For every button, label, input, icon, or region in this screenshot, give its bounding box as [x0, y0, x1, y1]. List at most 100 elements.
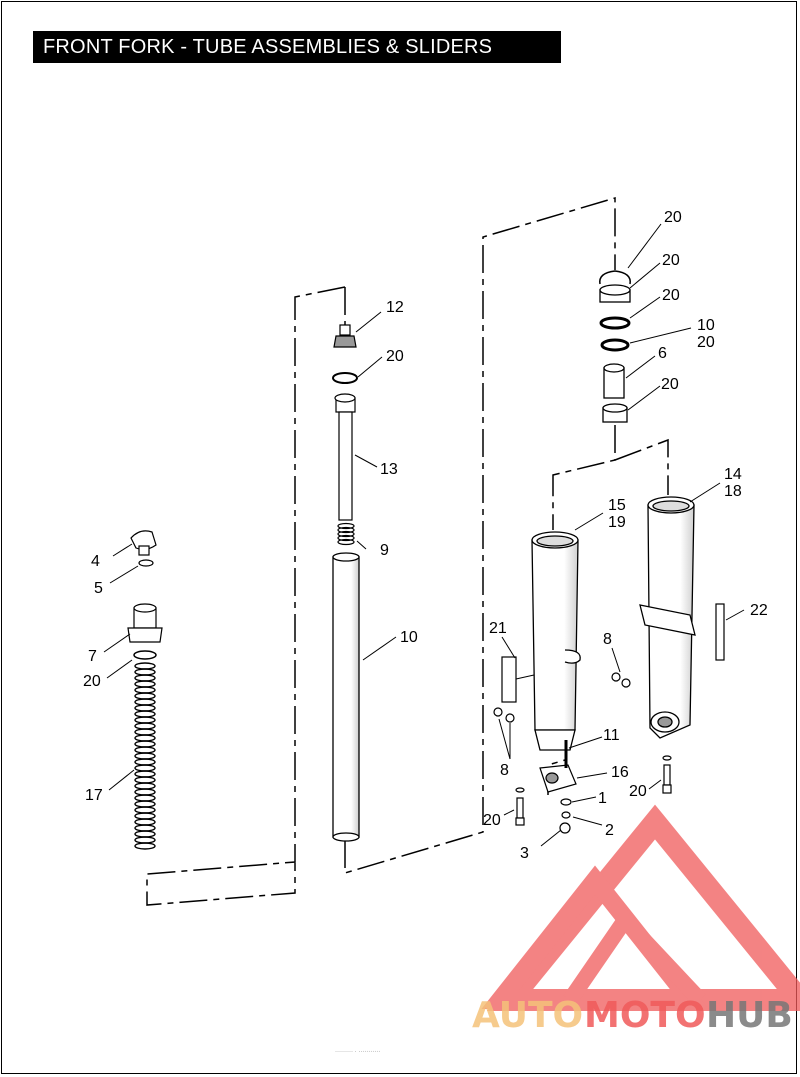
part-3-nut	[559, 822, 571, 834]
part-22-reflector	[715, 603, 725, 661]
spring-coil	[134, 842, 156, 850]
callout-15: 15	[608, 497, 626, 514]
spring-coil	[134, 698, 156, 706]
spring-coil	[134, 674, 156, 682]
callout-20: 20	[386, 348, 404, 365]
callout-22: 22	[750, 602, 768, 619]
callout-7: 7	[88, 648, 97, 665]
callout-20: 20	[662, 287, 680, 304]
footer-fine-print: ········· · ···········	[335, 1049, 380, 1055]
callout-8: 8	[603, 631, 612, 648]
part-20-bolt-left	[515, 787, 525, 826]
spring-coil	[134, 680, 156, 688]
part-16-axle-cap	[539, 764, 577, 793]
spring-coil	[134, 686, 156, 694]
callout-20: 20	[661, 376, 679, 393]
callout-10: 10	[697, 317, 715, 334]
spring-coil	[134, 668, 156, 676]
part-20-retaining-clip-top	[599, 270, 631, 285]
spring-coil	[134, 710, 156, 718]
callout-6: 6	[658, 345, 667, 362]
callout-8: 8	[500, 762, 509, 779]
part-20-retaining-ring-mid	[332, 372, 358, 384]
spring-coil	[134, 722, 156, 730]
part-17-fork-spring	[134, 662, 156, 850]
callout-21: 21	[489, 620, 507, 637]
part-10-fork-tube	[332, 552, 360, 842]
spring-coil	[134, 746, 156, 754]
spring-coil	[337, 522, 355, 530]
leader-lines	[103, 223, 745, 847]
part-12-damper-cap	[333, 324, 357, 348]
spring-coil	[134, 734, 156, 742]
assembly-outline-lines	[146, 196, 669, 906]
spring-coil	[134, 728, 156, 736]
watermark-logo	[481, 804, 800, 1011]
callout-14: 14	[724, 466, 742, 483]
spring-coil	[134, 812, 156, 820]
spring-coil	[134, 752, 156, 760]
part-21-bracket	[501, 656, 517, 703]
callout-5: 5	[94, 580, 103, 597]
spring-coil	[134, 764, 156, 772]
spring-coil	[134, 794, 156, 802]
part-10-20-washer	[600, 338, 630, 352]
callout-20: 20	[483, 812, 501, 829]
spring-coil	[134, 758, 156, 766]
spring-coil	[134, 818, 156, 826]
spring-coil	[134, 830, 156, 838]
spring-coil	[337, 530, 355, 538]
callout-3: 3	[520, 845, 529, 862]
callout-13: 13	[380, 461, 398, 478]
callout-2: 2	[605, 822, 614, 839]
part-20-lower-bushing	[602, 403, 628, 423]
svg-text:HUB: HUB	[706, 995, 793, 1036]
part-4-cap-bolt	[130, 530, 157, 556]
callout-labels: 12 20 13 9 10 4 5 7 20 17 20 20 20 10 20…	[83, 209, 768, 862]
callout-11: 11	[603, 727, 620, 744]
svg-text:MOTO: MOTO	[584, 995, 706, 1036]
part-9-rebound-spring	[337, 522, 355, 546]
svg-text:AUTO: AUTO	[472, 995, 583, 1036]
part-13-damper-tube	[334, 393, 356, 521]
callout-12: 12	[386, 299, 404, 316]
spring-coil	[134, 704, 156, 712]
part-20-bolt-right	[662, 755, 672, 794]
spring-coil	[134, 716, 156, 724]
watermark-text: AUTO MOTO HUB	[472, 995, 793, 1036]
part-7-spacer-cap	[127, 603, 163, 643]
part-5-washer	[138, 559, 154, 567]
part-20-washer-left	[133, 650, 157, 660]
callout-20: 20	[697, 334, 715, 351]
part-6-bushing	[603, 363, 625, 399]
spring-coil	[134, 776, 156, 784]
callout-20: 20	[629, 783, 647, 800]
callout-18: 18	[724, 483, 742, 500]
spring-coil	[134, 770, 156, 778]
callout-4: 4	[91, 553, 100, 570]
part-20-spacer-ring	[599, 316, 631, 330]
callout-1: 1	[598, 790, 607, 807]
spring-coil	[134, 788, 156, 796]
part-14-18-fork-slider	[639, 496, 696, 739]
spring-coil	[134, 806, 156, 814]
spring-coil	[134, 782, 156, 790]
callout-20: 20	[664, 209, 682, 226]
spring-coil	[134, 800, 156, 808]
page-title: FRONT FORK - TUBE ASSEMBLIES & SLIDERS	[33, 31, 561, 63]
callout-20: 20	[83, 673, 101, 690]
spring-coil	[337, 534, 355, 542]
callout-19: 19	[608, 514, 626, 531]
spring-coil	[134, 836, 156, 844]
part-2-lockwasher	[561, 811, 571, 819]
callout-20: 20	[662, 252, 680, 269]
callout-17: 17	[85, 787, 103, 804]
part-1-washer	[560, 798, 572, 806]
spring-coil	[134, 740, 156, 748]
spring-coil	[134, 692, 156, 700]
part-20-seal	[599, 284, 631, 303]
spring-coil	[337, 538, 355, 546]
part-8-screws-right	[611, 672, 631, 688]
